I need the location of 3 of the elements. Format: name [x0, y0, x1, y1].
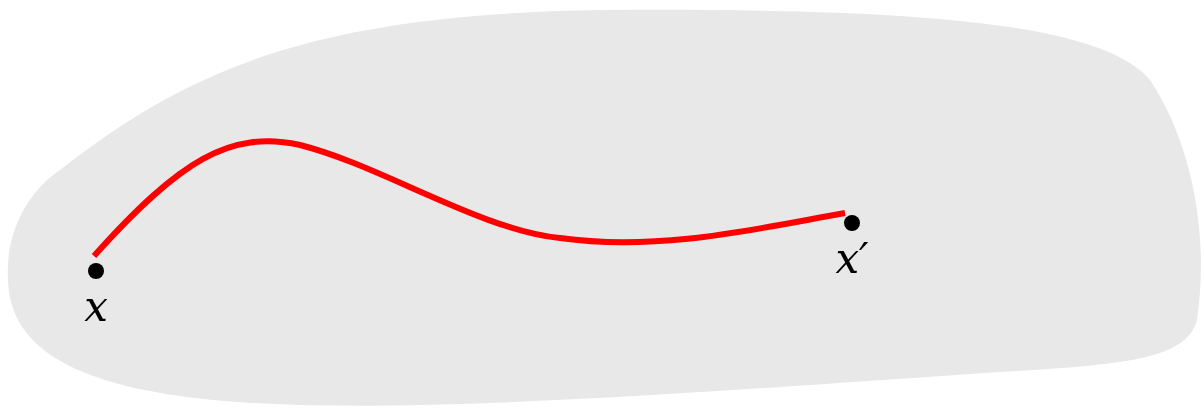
- point-label: x′: [835, 238, 869, 280]
- point-label: x: [84, 286, 108, 328]
- curve: [91, 138, 846, 259]
